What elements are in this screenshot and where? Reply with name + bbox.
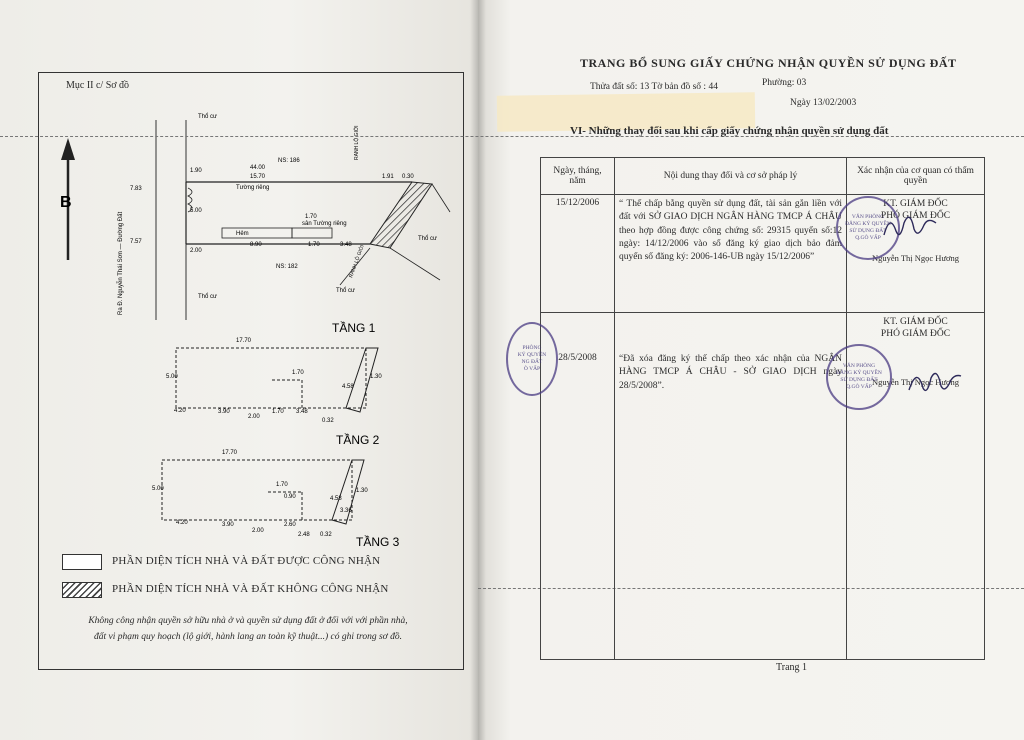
floor-1-label: TẦNG 1 — [332, 320, 376, 335]
dim-1-70-f3: 1.70 — [276, 482, 288, 488]
issue-date: Ngày 13/02/2003 — [790, 98, 857, 108]
official-stamp: VĂN PHÒNG ĐĂNG KÝ QUYỀN SỬ DỤNG ĐẤT Q.GÒ… — [826, 344, 892, 410]
dim-4-58-f3: 4.58 — [330, 496, 342, 502]
label-ranh-top: RANH LỘ GIỚI — [353, 125, 360, 160]
floor-2-plan — [175, 347, 379, 413]
sign-title: KT. GIÁM ĐỐC — [883, 317, 948, 327]
dim-3-36-f3: 3.36 — [340, 508, 352, 514]
ward-info: Phường: 03 — [762, 78, 807, 88]
section-vi-title: VI- Những thay đổi sau khi cấp giấy chứn… — [570, 125, 889, 137]
dim-5-00: 5.00 — [190, 208, 202, 214]
dim-1-70-f2-top: 1.70 — [292, 370, 304, 376]
dim-3-48: 3.48 — [340, 242, 352, 248]
dim-4-20-f2: 4.20 — [174, 408, 186, 414]
dim-0-30: 0.30 — [402, 174, 414, 180]
dim-2-00-f2: 2.00 — [248, 414, 260, 420]
sign-title: KT. GIÁM ĐỐC — [883, 199, 948, 209]
dim-15-70: 15.70 — [250, 174, 266, 180]
entry-date: 15/12/2006 — [540, 194, 615, 313]
north-label: B — [60, 194, 72, 211]
entry-content: “ Thế chấp bằng quyền sử dụng đất, tài s… — [614, 194, 847, 313]
floor-2-label: TẦNG 2 — [336, 432, 380, 447]
dim-5-00-f2: 5.00 — [166, 374, 178, 380]
dim-17-70-f2: 17.70 — [236, 338, 252, 344]
col-confirm-header: Xác nhận của cơ quan có thẩm quyền — [846, 157, 985, 195]
dim-17-70-f3: 17.70 — [222, 450, 238, 456]
floor-3-label: TẦNG 3 — [356, 534, 400, 549]
dim-4-20-f3: 4.20 — [176, 520, 188, 526]
table-row: 28/5/2008 “Đã xóa đăng ký thế chấp theo … — [540, 312, 985, 660]
label-tho-cu-bottom: Thổ cư — [198, 293, 217, 300]
col-date-header: Ngày, tháng, năm — [540, 157, 615, 195]
dim-1-70-top: 1.70 — [305, 214, 317, 220]
signature-mark — [883, 216, 937, 236]
dim-0-90-f3: 0.90 — [284, 494, 296, 500]
dim-1-70-bottom: 1.70 — [308, 242, 320, 248]
page-number: Trang 1 — [776, 662, 808, 673]
legend-text-recognized: PHẦN DIỆN TÍCH NHÀ VÀ ĐẤT ĐƯỢC CÔNG NHẬN — [112, 555, 381, 567]
scan-fold-line-top — [0, 136, 1024, 137]
col-content-header: Nội dung thay đổi và cơ sở pháp lý — [614, 157, 847, 195]
dim-2-48-f3: 2.48 — [298, 532, 310, 538]
floor-1-plan — [185, 181, 451, 286]
label-ranh-f1: RANH LỘ GIỚI — [347, 244, 365, 279]
signer-name: Nguyễn Thị Ngọc Hương — [871, 376, 960, 387]
sign-subtitle: PHÓ GIÁM ĐỐC — [880, 329, 951, 340]
sign-subtitle: PHÓ GIÁM ĐỐC — [880, 211, 951, 222]
dim-4-58-f2: 4.58 — [342, 384, 354, 390]
legend-text-not-recognized: PHẦN DIỆN TÍCH NHÀ VÀ ĐẤT KHÔNG CÔNG NHẬ… — [112, 583, 389, 595]
label-tho-cu-top: Thổ cư — [198, 113, 217, 120]
official-stamp: VĂN PHÒNG ĐĂNG KÝ QUYỀN SỬ DỤNG ĐẤT Q.GÒ… — [836, 196, 900, 260]
label-tho-cu-right: Thổ cư — [336, 287, 355, 294]
dim-5-00-f3: 5.00 — [152, 486, 164, 492]
note-line-1: Không công nhận quyền sở hữu nhà ở và qu… — [88, 616, 408, 626]
lot-top-label: NS: 186 — [278, 158, 300, 164]
dim-1-70-f2: 1.70 — [272, 409, 284, 415]
label-hem: Hẻm — [236, 231, 249, 237]
book-fold — [470, 0, 486, 740]
dim-1-30-f3: 1.30 — [356, 488, 368, 494]
dim-44-00: 44.00 — [250, 165, 266, 171]
dim-7-83: 7.83 — [130, 186, 142, 192]
label-tho-cu-right2: Thổ cư — [418, 235, 437, 242]
dim-3-90-f3: 3.90 — [222, 522, 234, 528]
floor-3-plan — [161, 459, 365, 525]
table-header: Ngày, tháng, năm Nội dung thay đổi và cơ… — [540, 157, 985, 195]
left-page — [0, 0, 478, 740]
dim-2-00: 2.00 — [190, 248, 202, 254]
dim-3-90-f2: 3.90 — [218, 409, 230, 415]
dim-1-91: 1.91 — [382, 174, 394, 180]
diagram-frame — [38, 72, 464, 670]
dim-3-48-f2: 3.48 — [296, 409, 308, 415]
note-line-2: đất vi phạm quy hoạch (lộ giới, hành lan… — [94, 632, 402, 642]
entry-content: “Đã xóa đăng ký thế chấp theo xác nhận c… — [614, 312, 847, 660]
dim-2-60-f3: 2.60 — [284, 522, 296, 528]
dim-8-90: 8.90 — [250, 242, 262, 248]
dim-1-30-f2: 1.30 — [370, 374, 382, 380]
signer-name: Nguyễn Thị Ngọc Hương — [871, 252, 960, 263]
document-title: TRANG BỔ SUNG GIẤY CHỨNG NHẬN QUYỀN SỬ D… — [580, 56, 957, 70]
dim-0-32-f2: 0.32 — [322, 418, 334, 424]
label-tuong-rieng: Tường riêng — [236, 185, 269, 191]
signature-mark — [908, 372, 962, 392]
dim-2-00-f3: 2.00 — [252, 528, 264, 534]
plot-info: Thửa đất số: 13 Tờ bản đồ số : 44 — [590, 82, 718, 92]
legend-swatch-not-recognized — [62, 582, 102, 598]
label-san: sân Tường riêng — [302, 221, 347, 227]
legend-swatch-recognized — [62, 554, 102, 570]
north-arrow-icon: B — [60, 138, 75, 260]
site-diagram: B Ra Đ. Nguyễn Thái Sơn — Đường Đất Thổ … — [60, 113, 451, 549]
dim-1-90: 1.90 — [190, 168, 202, 174]
road-label: Ra Đ. Nguyễn Thái Sơn — Đường Đất — [117, 212, 124, 315]
lot-bottom-label: NS: 182 — [276, 264, 298, 270]
section-title: Mục II c/ Sơ đồ — [66, 80, 130, 91]
dim-7-57: 7.57 — [130, 239, 142, 245]
partial-stamp: PHÒNG KÝ QUYỀN NG ĐẤT Ò VẤP — [506, 322, 558, 396]
dim-0-32-f3: 0.32 — [320, 532, 332, 538]
